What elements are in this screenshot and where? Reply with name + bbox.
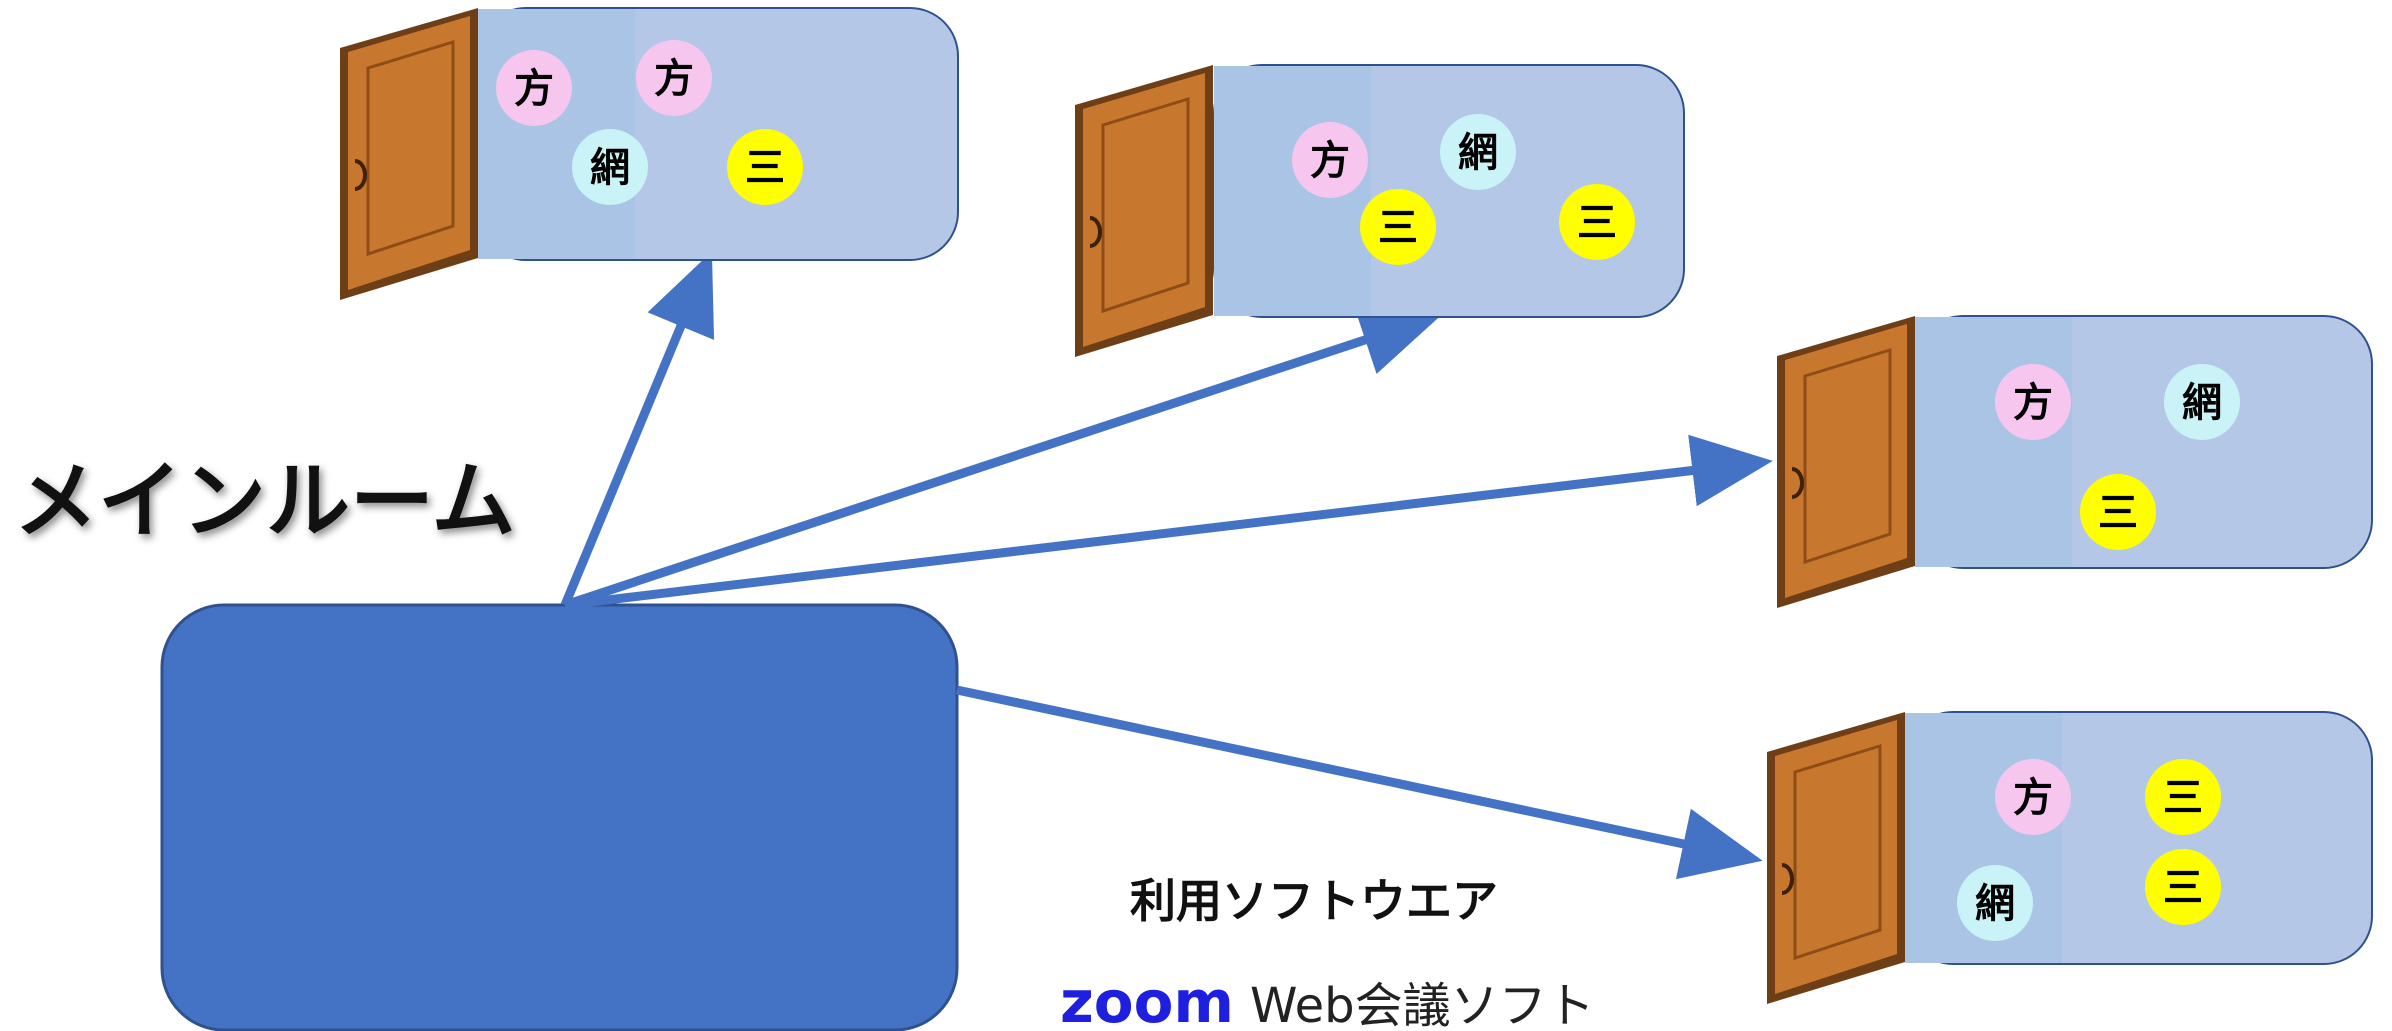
software-description: Web会議ソフト bbox=[1250, 978, 1595, 1031]
arrow-to-room-2 bbox=[563, 305, 1443, 610]
door-knob bbox=[354, 159, 367, 191]
breakout-room-3: 方 網三 bbox=[1777, 315, 2373, 608]
member-pink: 方 bbox=[1995, 364, 2071, 440]
door-inset bbox=[1803, 347, 1892, 565]
member-label: 網 bbox=[2182, 380, 2222, 426]
member-label: 三 bbox=[1378, 205, 1418, 251]
room-entrance-area bbox=[1915, 317, 2072, 567]
door-knob bbox=[1791, 467, 1804, 499]
breakout-rooms: 方方網三方網三三方網三方三網三 bbox=[340, 7, 2373, 1004]
arrow-to-room-1 bbox=[560, 251, 715, 607]
member-pink: 方 bbox=[496, 50, 572, 126]
member-yellow: 三 bbox=[2145, 849, 2221, 925]
door-panel bbox=[1785, 324, 1907, 598]
door-icon bbox=[1777, 316, 1915, 608]
member-label: 三 bbox=[2098, 490, 2138, 536]
member-pink: 方 bbox=[636, 40, 712, 116]
main-room-title: メインルーム bbox=[14, 452, 515, 550]
member-circle bbox=[1292, 122, 1368, 198]
software-name: zoom bbox=[1060, 968, 1234, 1031]
door-inset bbox=[1793, 743, 1882, 961]
member-label: 三 bbox=[745, 145, 785, 191]
member-pink: 方 bbox=[1995, 759, 2071, 835]
member-circle bbox=[2145, 849, 2221, 925]
member-label: 三 bbox=[2163, 775, 2203, 821]
member-label: 三 bbox=[1577, 200, 1617, 246]
member-cyan: 網 bbox=[1957, 865, 2033, 941]
door-icon bbox=[1075, 65, 1213, 357]
arrow-to-room-3 bbox=[564, 434, 1773, 610]
breakout-room-1: 方 方網 三 bbox=[340, 7, 959, 300]
member-circle bbox=[2145, 759, 2221, 835]
door-inset bbox=[366, 39, 455, 257]
member-label: 方 bbox=[2013, 380, 2053, 426]
door-knob bbox=[1089, 216, 1102, 248]
member-label: 三 bbox=[2163, 865, 2203, 911]
member-label: 網 bbox=[1458, 130, 1498, 176]
door-knob bbox=[1781, 863, 1794, 895]
member-cyan: 網 bbox=[2164, 364, 2240, 440]
member-yellow: 三 bbox=[2080, 474, 2156, 550]
member-circle bbox=[1360, 189, 1436, 265]
member-label: 網 bbox=[1975, 881, 2015, 927]
member-circle bbox=[2164, 364, 2240, 440]
breakout-room-2: 方網三三 bbox=[1075, 64, 1685, 357]
member-label: 方 bbox=[2013, 775, 2053, 821]
member-circle bbox=[1995, 364, 2071, 440]
member-circle bbox=[1957, 865, 2033, 941]
main-room-box bbox=[160, 603, 959, 1031]
door-panel bbox=[1083, 73, 1205, 347]
member-yellow: 三 bbox=[1559, 184, 1635, 260]
member-label: 方 bbox=[654, 56, 694, 102]
member-label: 方 bbox=[514, 66, 554, 112]
door-inset bbox=[1101, 96, 1190, 314]
member-pink: 方 bbox=[1292, 122, 1368, 198]
member-circle bbox=[636, 40, 712, 116]
member-circle bbox=[2080, 474, 2156, 550]
member-circle bbox=[1440, 114, 1516, 190]
member-circle bbox=[496, 50, 572, 126]
member-label: 網 bbox=[590, 145, 630, 191]
door-icon bbox=[1767, 712, 1905, 1004]
member-circle bbox=[1559, 184, 1635, 260]
member-circle bbox=[1995, 759, 2071, 835]
breakout-room-4: 方三網三 bbox=[1767, 711, 2373, 1004]
door-panel bbox=[348, 16, 470, 290]
door-panel bbox=[1775, 720, 1897, 994]
door-icon bbox=[340, 8, 478, 300]
member-label: 方 bbox=[1310, 138, 1350, 184]
member-circle bbox=[572, 129, 648, 205]
software-caption: 利用ソフトウエア bbox=[1130, 874, 1498, 928]
member-yellow: 三 bbox=[727, 129, 803, 205]
member-cyan: 網 bbox=[572, 129, 648, 205]
member-circle bbox=[727, 129, 803, 205]
arrows bbox=[560, 251, 1773, 880]
member-yellow: 三 bbox=[2145, 759, 2221, 835]
member-cyan: 網 bbox=[1440, 114, 1516, 190]
member-yellow: 三 bbox=[1360, 189, 1436, 265]
arrow-to-room-4 bbox=[956, 685, 1763, 880]
